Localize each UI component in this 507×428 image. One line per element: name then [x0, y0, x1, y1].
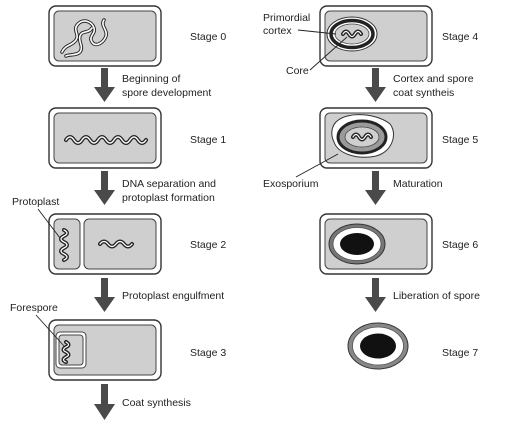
stage-3-cell — [48, 319, 162, 381]
transition-0-line-1: Beginning of — [122, 73, 180, 85]
stage-7-spore — [347, 322, 409, 370]
transition-1-line-2: protoplast formation — [122, 192, 215, 204]
stage-0-cell — [48, 5, 162, 67]
arrow-stage-0-to-1 — [94, 68, 115, 102]
stage-0-label: Stage 0 — [190, 31, 226, 43]
stage-4-label: Stage 4 — [442, 31, 478, 43]
transition-4-line-1: Cortex and spore — [393, 73, 474, 85]
arrow-stage-1-to-2 — [94, 171, 115, 205]
primordial-pointer — [297, 29, 337, 35]
stage-3-label: Stage 3 — [190, 347, 226, 359]
transition-5: Maturation — [393, 178, 443, 190]
stage-4-cell — [319, 5, 433, 67]
callout-core: Core — [286, 65, 309, 77]
protoplast-pointer — [37, 208, 61, 239]
transition-0-line-2: spore development — [122, 87, 211, 99]
stage-2-label: Stage 2 — [190, 239, 226, 251]
transition-6: Liberation of spore — [393, 290, 480, 302]
stage-1-label: Stage 1 — [190, 134, 226, 146]
arrow-stage-6-to-7 — [365, 278, 386, 312]
transition-3: Coat synthesis — [122, 397, 191, 409]
transition-2: Protoplast engulfment — [122, 290, 224, 302]
callout-primordial-line-1: Primordial — [263, 12, 310, 24]
callout-forespore: Forespore — [10, 302, 58, 314]
core-pointer — [309, 36, 348, 71]
stage-1-cell — [48, 107, 162, 169]
stage-7-label: Stage 7 — [442, 347, 478, 359]
transition-4-line-2: coat syntheis — [393, 87, 454, 99]
arrow-stage-2-to-3 — [94, 278, 115, 312]
transition-1-line-1: DNA separation and — [122, 178, 216, 190]
stage-5-cell — [319, 107, 433, 169]
callout-protoplast: Protoplast — [12, 196, 59, 208]
arrow-stage-5-to-6 — [365, 171, 386, 205]
stage-2-cell — [48, 213, 162, 275]
callout-primordial-line-2: cortex — [263, 25, 292, 37]
stage-6-label: Stage 6 — [442, 239, 478, 251]
stage-6-cell — [319, 213, 433, 275]
stage-5-label: Stage 5 — [442, 134, 478, 146]
arrow-stage-4-to-5 — [365, 68, 386, 102]
arrow-stage-3-down — [94, 384, 115, 420]
exosporium-pointer — [295, 153, 339, 178]
forespore-pointer — [35, 314, 65, 347]
callout-exosporium: Exosporium — [263, 178, 319, 190]
